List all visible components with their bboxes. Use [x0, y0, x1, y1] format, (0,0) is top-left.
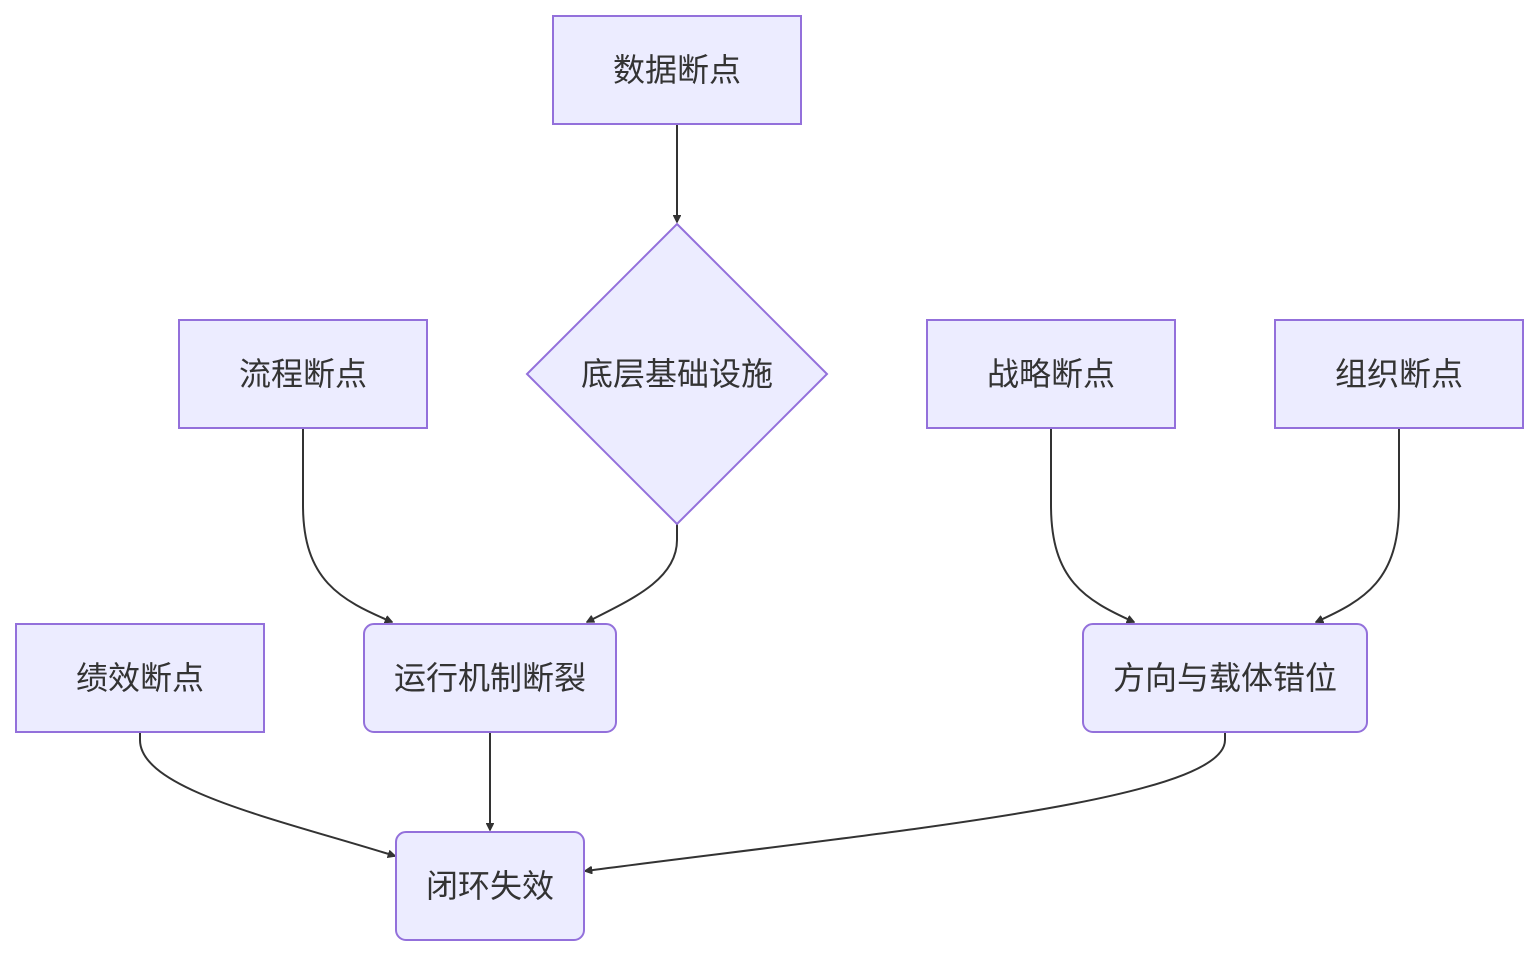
node-infrastructure: 底层基础设施 — [525, 222, 829, 526]
node-label: 组织断点 — [1335, 355, 1463, 393]
node-performance-breakpoint: 绩效断点 — [15, 623, 265, 733]
edge-direction-to-loop — [585, 732, 1226, 871]
node-label: 运行机制断裂 — [394, 659, 586, 697]
node-label: 战略断点 — [987, 355, 1115, 393]
edge-organization-to-direction — [1316, 428, 1400, 622]
edge-performance-to-loop — [139, 732, 395, 856]
node-label: 数据断点 — [613, 51, 741, 89]
node-direction-misalignment: 方向与载体错位 — [1082, 623, 1368, 733]
node-label: 绩效断点 — [76, 659, 204, 697]
node-label: 方向与载体错位 — [1113, 659, 1337, 697]
node-label: 闭环失效 — [426, 867, 554, 905]
node-organization-breakpoint: 组织断点 — [1274, 319, 1524, 429]
edges — [139, 124, 1400, 871]
node-process-breakpoint: 流程断点 — [178, 319, 428, 429]
node-data-breakpoint: 数据断点 — [552, 15, 802, 125]
node-mechanism-break: 运行机制断裂 — [363, 623, 617, 733]
edge-strategy-to-direction — [1050, 428, 1134, 622]
edge-infrastructure-to-mechanism — [587, 524, 678, 623]
node-label: 底层基础设施 — [581, 355, 773, 393]
node-label: 流程断点 — [239, 355, 367, 393]
node-loop-failure: 闭环失效 — [395, 831, 585, 941]
node-strategy-breakpoint: 战略断点 — [926, 319, 1176, 429]
edge-process-to-mechanism — [302, 428, 392, 622]
